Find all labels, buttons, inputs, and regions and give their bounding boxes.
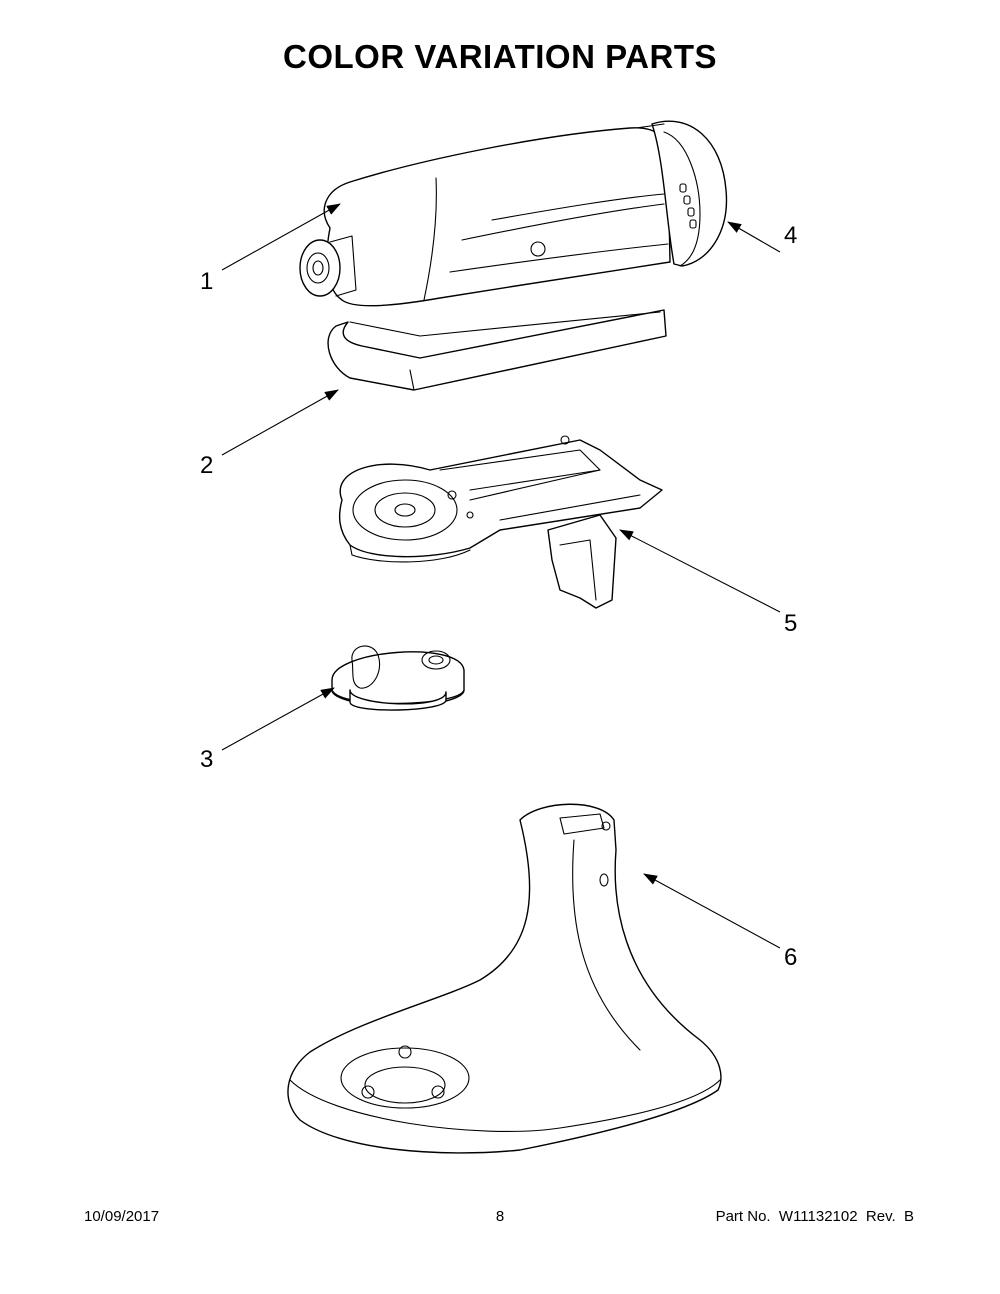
callout-4: 4 <box>784 222 798 249</box>
callout-2: 2 <box>200 452 214 479</box>
part-5-gear-housing <box>338 435 663 609</box>
part-6-pedestal-base <box>287 803 722 1154</box>
footer-part-number: Part No. W11132102 Rev. B <box>715 1208 914 1225</box>
page-title: COLOR VARIATION PARTS <box>283 38 717 75</box>
leader-line-5 <box>619 529 781 613</box>
part-3-planetary-gear <box>331 645 465 711</box>
leader-line-3 <box>221 687 335 751</box>
footer-date: 10/09/2017 <box>84 1208 160 1225</box>
callout-5: 5 <box>784 610 798 637</box>
leader-line-6 <box>643 873 781 949</box>
callout-3: 3 <box>200 746 214 773</box>
callout-6: 6 <box>784 944 798 971</box>
callout-1: 1 <box>200 268 214 295</box>
leader-line-2 <box>221 389 339 456</box>
leader-line-1 <box>221 203 341 271</box>
part-2-trim-band <box>327 309 667 391</box>
footer-page-number: 8 <box>495 1208 505 1225</box>
part-4-rear-cap <box>635 120 728 267</box>
leader-line-4 <box>727 221 781 253</box>
part-1-motor-housing <box>299 127 671 307</box>
